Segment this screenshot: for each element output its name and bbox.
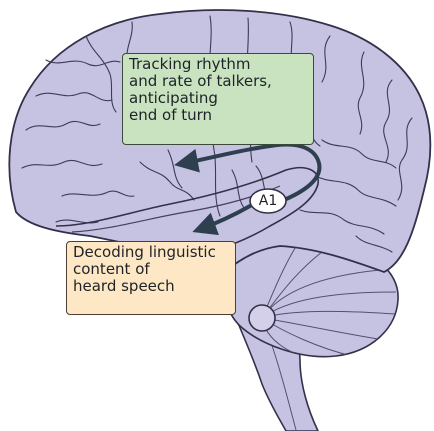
speech-decoding-callout: Decoding linguistic content of heard spe… [66,241,236,315]
callout-line: and rate of talkers, [129,73,307,90]
callout-line: content of [73,261,229,278]
callout-line: heard speech [73,278,229,295]
callout-line: Decoding linguistic [73,244,229,261]
a1-label: A1 [248,193,288,209]
callout-line: end of turn [129,107,307,124]
pons [249,305,275,331]
rhythm-tracking-callout: Tracking rhythm and rate of talkers, ant… [122,53,314,145]
callout-line: Tracking rhythm [129,56,307,73]
callout-line: anticipating [129,90,307,107]
